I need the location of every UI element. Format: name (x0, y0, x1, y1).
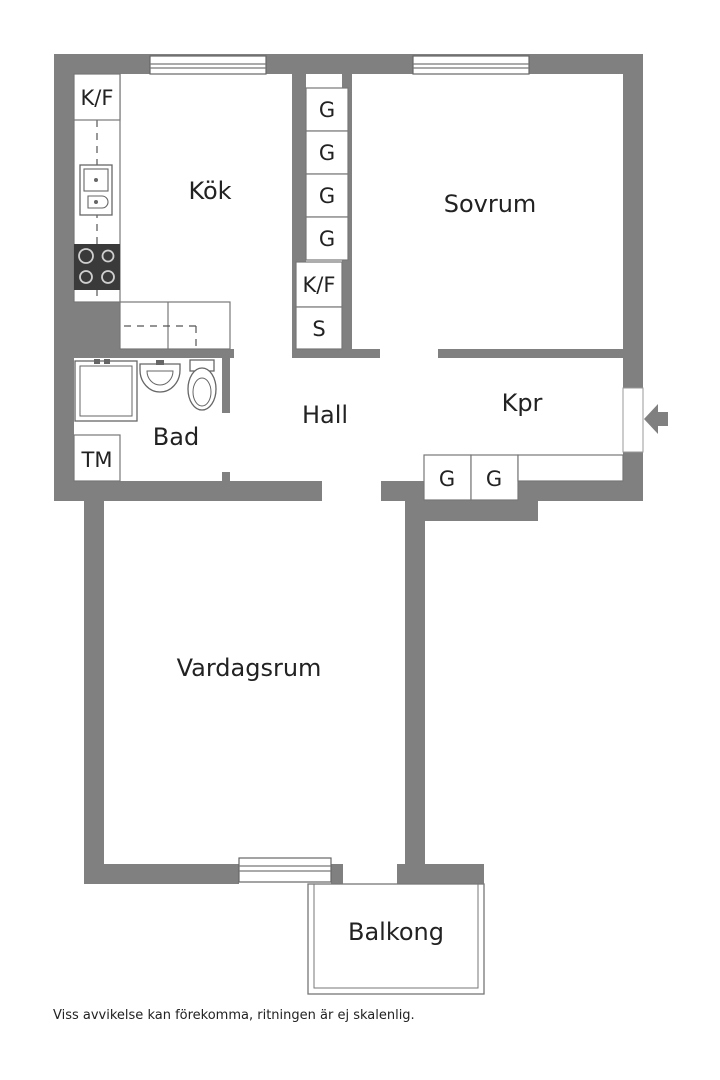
closet-g3-label: G (319, 184, 335, 208)
room-label-vardagsrum: Vardagsrum (177, 654, 322, 682)
kpr-g2-label: G (486, 467, 502, 491)
stove-icon (74, 244, 120, 290)
room-label-balkong: Balkong (348, 918, 444, 946)
kitchen-kf-box (73, 73, 121, 121)
tm-label: TM (81, 448, 113, 472)
closet-g1-label: G (319, 98, 335, 122)
kitchen-kf-label: K/F (81, 86, 114, 110)
closet-g4-label: G (319, 227, 335, 251)
toilet-icon (187, 359, 217, 411)
entrance-arrow-icon (644, 404, 668, 434)
room-label-kpr: Kpr (502, 389, 543, 417)
balcony (307, 883, 485, 995)
room-label-sovrum: Sovrum (444, 190, 537, 218)
window-living-room (238, 857, 332, 883)
kpr-g1-label: G (439, 467, 455, 491)
closet-g2-label: G (319, 141, 335, 165)
disclaimer-note: Viss avvikelse kan förekomma, ritningen … (53, 1008, 415, 1023)
hall-s-label: S (312, 317, 325, 341)
kpr-closets (423, 454, 624, 501)
kitchen-sink-icon (79, 164, 113, 216)
window-bedroom (412, 55, 530, 75)
room-label-kok: Kök (188, 177, 231, 205)
washbasin-icon (139, 360, 181, 393)
hall-kf-label: K/F (303, 273, 336, 297)
closet-column (295, 87, 349, 350)
tm-box (73, 434, 121, 482)
kitchen-lower-counter (119, 301, 231, 350)
room-label-bad: Bad (153, 423, 199, 451)
shower-icon (74, 359, 138, 422)
room-label-hall: Hall (302, 401, 348, 429)
window-kitchen (149, 55, 267, 75)
